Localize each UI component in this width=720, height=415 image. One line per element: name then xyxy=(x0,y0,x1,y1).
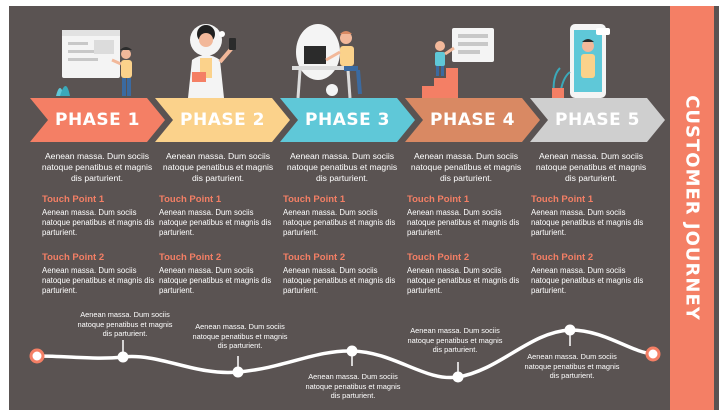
journey-note-4: Aenean massa. Dum sociis natoque penatib… xyxy=(407,326,503,355)
phase-2-chevron: PHASE 2 xyxy=(155,98,290,142)
phase-3-description: Aenean massa. Dum sociis natoque penatib… xyxy=(286,151,398,183)
phase-5-touchpoint-1: Touch Point 1 Aenean massa. Dum sociis n… xyxy=(531,194,651,238)
phase-5-chevron: PHASE 5 xyxy=(530,98,665,142)
phase-5-touchpoint-2: Touch Point 2 Aenean massa. Dum sociis n… xyxy=(531,252,651,296)
touchpoint-text: Aenean massa. Dum sociis natoque penatib… xyxy=(531,208,644,237)
phase-1-description: Aenean massa. Dum sociis natoque penatib… xyxy=(41,151,153,183)
phase-1-touchpoint-2: Touch Point 2 Aenean massa. Dum sociis n… xyxy=(42,252,162,296)
journey-note-3: Aenean massa. Dum sociis natoque penatib… xyxy=(305,372,401,401)
touchpoint-title: Touch Point 2 xyxy=(159,252,222,263)
touchpoint-text: Aenean massa. Dum sociis natoque penatib… xyxy=(407,208,520,237)
person-in-phone-illustration xyxy=(552,24,610,98)
touchpoint-text: Aenean massa. Dum sociis natoque penatib… xyxy=(159,266,272,295)
person-on-steps-illustration xyxy=(422,28,494,98)
touchpoint-title: Touch Point 1 xyxy=(407,194,470,205)
touchpoint-title: Touch Point 1 xyxy=(531,194,594,205)
phase-4-touchpoint-2: Touch Point 2 Aenean massa. Dum sociis n… xyxy=(407,252,527,296)
phase-2-description: Aenean massa. Dum sociis natoque penatib… xyxy=(162,151,274,183)
journey-note-1: Aenean massa. Dum sociis natoque penatib… xyxy=(77,310,173,339)
phase-3-touchpoint-2: Touch Point 2 Aenean massa. Dum sociis n… xyxy=(283,252,403,296)
phase-3-chevron: PHASE 3 xyxy=(280,98,415,142)
phase-3-label: PHASE 3 xyxy=(305,110,390,130)
touchpoint-text: Aenean massa. Dum sociis natoque penatib… xyxy=(283,266,396,295)
touchpoint-title: Touch Point 1 xyxy=(283,194,346,205)
touchpoint-text: Aenean massa. Dum sociis natoque penatib… xyxy=(531,266,644,295)
phase-1-touchpoint-1: Touch Point 1 Aenean massa. Dum sociis n… xyxy=(42,194,162,238)
person-at-whiteboard-illustration xyxy=(56,30,132,96)
journey-node-5 xyxy=(564,324,576,336)
woman-with-phone-illustration xyxy=(188,24,236,98)
touchpoint-text: Aenean massa. Dum sociis natoque penatib… xyxy=(407,266,520,295)
phase-3-touchpoint-1: Touch Point 1 Aenean massa. Dum sociis n… xyxy=(283,194,403,238)
journey-node-4 xyxy=(452,371,464,383)
journey-node-2 xyxy=(232,366,244,378)
phase-1-chevron: PHASE 1 xyxy=(30,98,165,142)
sidebar-banner xyxy=(670,6,714,410)
phase-2-touchpoint-1: Touch Point 1 Aenean massa. Dum sociis n… xyxy=(159,194,279,238)
phase-4-label: PHASE 4 xyxy=(430,110,515,130)
phase-4-touchpoint-1: Touch Point 1 Aenean massa. Dum sociis n… xyxy=(407,194,527,238)
phase-2-touchpoint-2: Touch Point 2 Aenean massa. Dum sociis n… xyxy=(159,252,279,296)
phase-4-description: Aenean massa. Dum sociis natoque penatib… xyxy=(410,151,522,183)
touchpoint-text: Aenean massa. Dum sociis natoque penatib… xyxy=(159,208,272,237)
touchpoint-title: Touch Point 2 xyxy=(283,252,346,263)
touchpoint-title: Touch Point 2 xyxy=(42,252,105,263)
touchpoint-text: Aenean massa. Dum sociis natoque penatib… xyxy=(42,208,155,237)
phase-4-chevron: PHASE 4 xyxy=(405,98,540,142)
touchpoint-title: Touch Point 2 xyxy=(531,252,594,263)
journey-note-5: Aenean massa. Dum sociis natoque penatib… xyxy=(524,352,620,381)
touchpoint-title: Touch Point 2 xyxy=(407,252,470,263)
touchpoint-title: Touch Point 1 xyxy=(159,194,222,205)
person-at-desk-illustration xyxy=(292,24,362,99)
journey-end-dot xyxy=(645,346,661,362)
phase-5-description: Aenean massa. Dum sociis natoque penatib… xyxy=(535,151,647,183)
phase-2-label: PHASE 2 xyxy=(180,110,265,130)
journey-node-3 xyxy=(346,345,358,357)
touchpoint-text: Aenean massa. Dum sociis natoque penatib… xyxy=(283,208,396,237)
journey-start-dot xyxy=(29,348,45,364)
phase-5-label: PHASE 5 xyxy=(555,110,640,130)
journey-note-2: Aenean massa. Dum sociis natoque penatib… xyxy=(192,322,288,351)
phase-1-label: PHASE 1 xyxy=(55,110,140,130)
touchpoint-text: Aenean massa. Dum sociis natoque penatib… xyxy=(42,266,155,295)
touchpoint-title: Touch Point 1 xyxy=(42,194,105,205)
journey-node-1 xyxy=(117,351,129,363)
